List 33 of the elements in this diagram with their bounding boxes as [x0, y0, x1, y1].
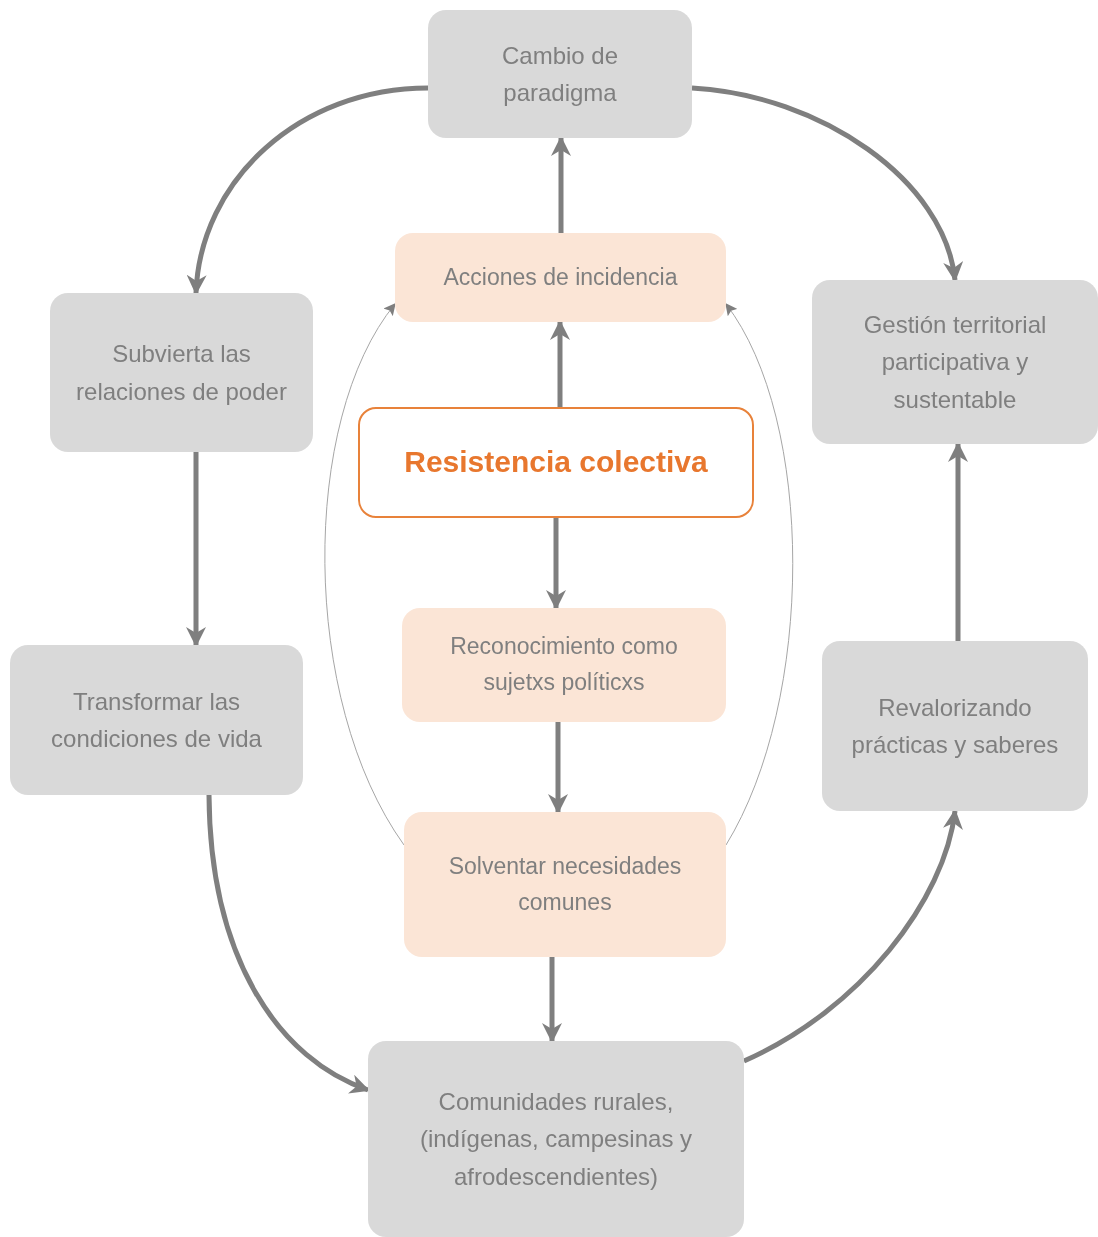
process-box — [368, 1041, 744, 1237]
arrow — [542, 957, 562, 1043]
arrow — [324, 303, 405, 846]
arrow — [546, 518, 566, 610]
node-label: Reconocimiento como sujetxs políticxs — [449, 632, 679, 697]
arrow — [186, 452, 206, 647]
node-label: Gestión territorial participativa y sustentable — [862, 310, 1048, 415]
process-box — [812, 280, 1098, 444]
process-box — [822, 641, 1088, 811]
arrow — [187, 85, 429, 295]
arrow — [725, 303, 794, 846]
node-label: Resistencia colectiva — [404, 444, 708, 481]
arrow — [742, 809, 962, 1064]
arrow — [206, 794, 370, 1093]
arrow — [551, 136, 571, 233]
central-box — [358, 407, 754, 518]
arrow — [550, 320, 570, 407]
node-label: Solventar necesidades comunes — [447, 851, 683, 917]
arrow — [548, 722, 568, 814]
arrow — [691, 85, 962, 282]
process-box — [50, 293, 313, 452]
node-label: Subvierta las relaciones de poder — [75, 339, 288, 407]
node-label: Cambio de paradigma — [500, 40, 620, 108]
node-label: Acciones de incidencia — [443, 262, 678, 292]
process-box — [10, 645, 303, 795]
step-box — [404, 812, 726, 957]
node-label: Comunidades rurales, (indígenas, campesinas y afrodescendientes) — [418, 1087, 694, 1192]
step-box — [402, 608, 726, 722]
node-label: Revalorizando prácticas y saberes — [850, 692, 1060, 760]
arrow — [948, 442, 968, 641]
step-box — [395, 233, 726, 322]
process-box — [428, 10, 692, 138]
node-label: Transformar las condiciones de vida — [50, 686, 263, 754]
